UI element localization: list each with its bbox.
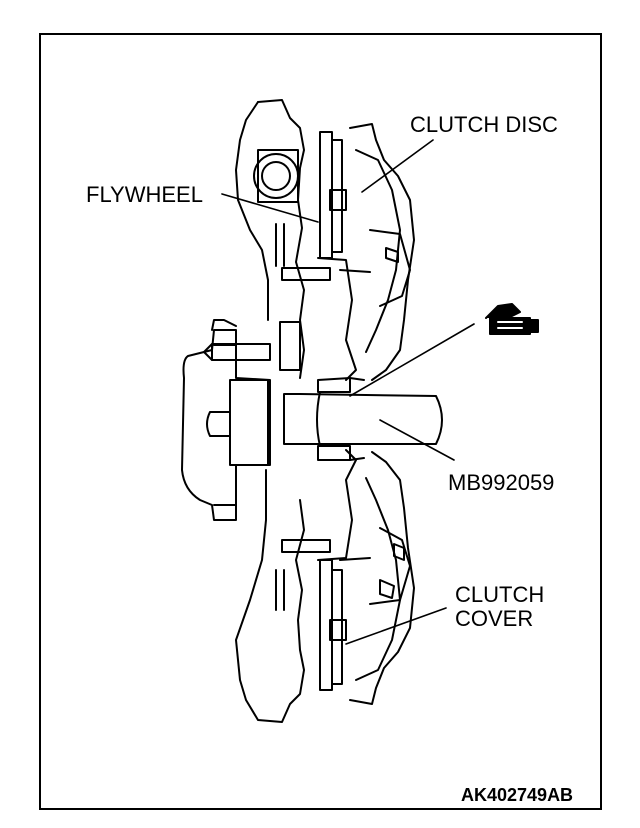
leader-clutch-cover: [345, 607, 447, 645]
flywheel-label: FLYWHEEL: [86, 182, 203, 207]
leader-grease: [349, 323, 475, 397]
leader-lines: [221, 139, 475, 645]
crankshaft-hub: [181, 319, 271, 521]
clutch-disc-label: CLUTCH DISC: [410, 112, 558, 137]
clutch-cover-label-line2: COVER: [455, 606, 534, 631]
flywheel: [235, 99, 305, 723]
leader-clutch-disc: [361, 139, 434, 193]
clutch-disc: [317, 131, 357, 691]
clutch-cover: [339, 123, 415, 705]
leader-flywheel: [221, 193, 319, 223]
clutch-cover-label-line1: CLUTCH: [455, 582, 545, 607]
tool-label: MB992059: [448, 470, 555, 495]
leader-tool: [379, 419, 455, 461]
figure-code: AK402749AB: [461, 785, 574, 805]
figure-frame: [39, 33, 602, 810]
grease-gun-icon: [485, 303, 539, 335]
flywheel-bolts: [203, 267, 331, 553]
alignment-tool: [283, 377, 443, 461]
